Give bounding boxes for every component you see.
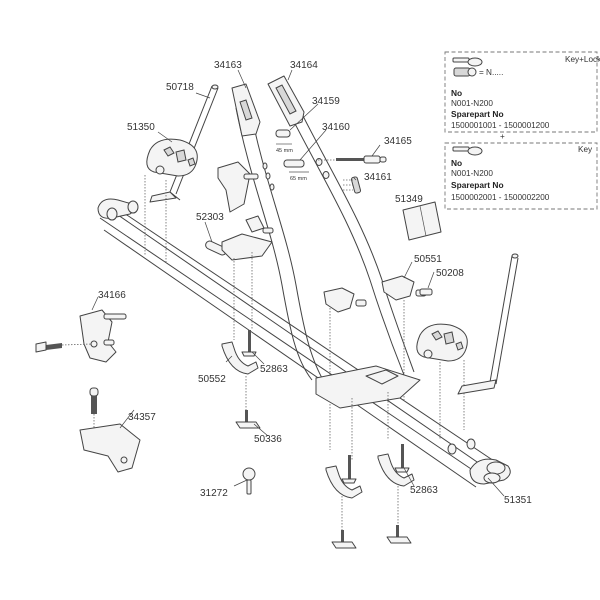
part-50718-strap (149, 84, 219, 203)
key-lock-sparepart-range: 1500001001 - 1500001200 (451, 121, 550, 130)
label-34161: 34161 (364, 172, 392, 183)
part-34165-threaded-rod (318, 155, 387, 164)
label-50552: 50552 (198, 374, 226, 385)
key-lock-no-range: N001-N200 (451, 99, 493, 108)
label-52863-right: 52863 (410, 485, 438, 496)
label-34163: 34163 (214, 60, 242, 71)
lock-cylinder-icon (453, 67, 477, 77)
main-rail-51351 (97, 198, 511, 488)
key-lock-box: Key+Lock = N..... No N001-N200 Sparepart… (444, 51, 600, 133)
part-34163-clamp-handle (231, 83, 261, 137)
dim-65-label: 65 mm (290, 176, 307, 182)
part-labels: 34163 34164 50718 34159 34160 51350 3416… (98, 60, 532, 506)
key-lock-no-label: No (451, 88, 462, 98)
base-clamp (315, 365, 421, 460)
part-50208-pin (419, 288, 433, 296)
label-34165: 34165 (384, 136, 412, 147)
part-52303-clamp-plate (205, 215, 274, 340)
key-lock-title: Key+Lock (565, 55, 600, 64)
label-31272: 31272 (200, 488, 228, 499)
label-50208: 50208 (436, 268, 464, 279)
key-title: Key (578, 145, 593, 154)
label-34166: 34166 (98, 290, 126, 301)
label-52863-left: 52863 (260, 364, 288, 375)
label-50718: 50718 (166, 82, 194, 93)
dim-45mm: 45 mm (276, 143, 293, 154)
key-lock-sparepart-label: Sparepart No (451, 109, 504, 119)
label-34159: 34159 (312, 96, 340, 107)
key-icon (452, 57, 483, 67)
small-clamp-left (323, 287, 367, 450)
part-52863-bolt-left (241, 330, 257, 357)
key-box: Key No N001-N200 Sparepart No 1500002001… (444, 142, 598, 210)
wheel-holder-right (416, 323, 468, 440)
dim-65mm: 65 mm (289, 171, 309, 182)
part-34166-lever (35, 309, 127, 363)
key-icon (452, 146, 483, 156)
dim-45-label: 45 mm (276, 148, 293, 154)
part-34160-pin (283, 159, 305, 168)
label-52303: 52303 (196, 212, 224, 223)
bracket-upper (217, 161, 259, 213)
lower-clamp-right (377, 444, 415, 544)
connector-plus: + (500, 132, 505, 141)
part-34161-nut (343, 176, 362, 194)
key-code-suffix: = N..... (479, 68, 503, 77)
key-sparepart-range: 1500002001 - 1500002200 (451, 193, 550, 202)
part-34159-pin (275, 129, 291, 138)
frame-arm (235, 107, 415, 381)
part-50552-clamp (221, 341, 259, 375)
label-34357: 34357 (128, 412, 156, 423)
strap-rod-right (457, 253, 519, 395)
lower-clamp-center (325, 455, 363, 549)
part-34357-latch (79, 387, 141, 473)
label-51349: 51349 (395, 194, 423, 205)
leader-lines (91, 69, 505, 497)
label-34164: 34164 (290, 60, 318, 71)
key-no-range: N001-N200 (451, 169, 493, 178)
part-31272-key (242, 467, 256, 495)
label-51351: 51351 (504, 495, 532, 506)
part-51350-wheel-holder (144, 138, 198, 262)
label-34160: 34160 (322, 122, 350, 133)
label-50551: 50551 (414, 254, 442, 265)
label-50336: 50336 (254, 434, 282, 445)
part-50336-t-bolt (235, 376, 261, 429)
key-sparepart-label: Sparepart No (451, 180, 504, 190)
part-34164-clamp-handle (267, 75, 305, 127)
part-51349-plate (402, 201, 442, 241)
key-no-label: No (451, 158, 462, 168)
label-51350: 51350 (127, 122, 155, 133)
